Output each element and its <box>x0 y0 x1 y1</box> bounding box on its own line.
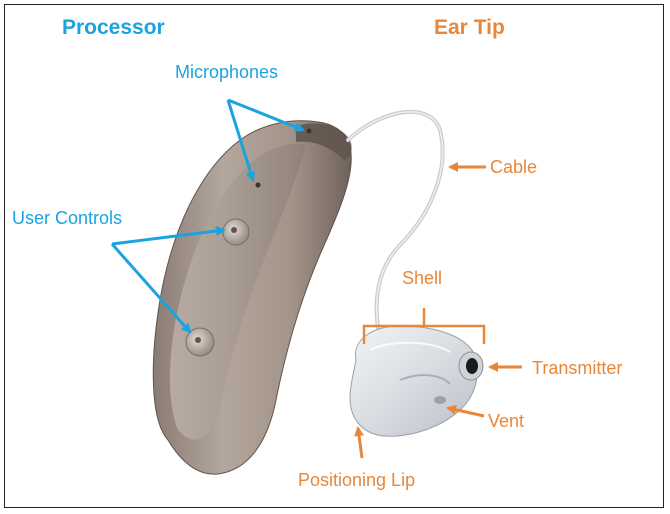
microphone-hole-top <box>306 128 312 134</box>
user-control-button-upper[interactable] <box>222 218 250 246</box>
vent-opening <box>434 396 446 404</box>
user-controls-arrow-lower <box>110 243 192 334</box>
vent-arrow <box>446 404 485 418</box>
user-control-button-lower[interactable] <box>185 327 215 357</box>
positioning-lip-arrow <box>354 426 365 459</box>
vent-label: Vent <box>488 411 524 431</box>
microphones-arrow-side <box>226 99 256 182</box>
diagram-frame <box>4 4 664 508</box>
shell-label: Shell <box>402 268 442 288</box>
transmitter-label: Transmitter <box>532 358 622 378</box>
positioning-lip-label: Positioning Lip <box>298 470 415 490</box>
processor-device <box>152 120 352 475</box>
cable-label: Cable <box>490 157 537 177</box>
microphones-arrow-top <box>227 98 305 132</box>
microphone-hole-side <box>255 182 261 188</box>
microphones-label: Microphones <box>175 62 278 82</box>
ear-tip-shell <box>349 325 484 437</box>
shell-bracket <box>362 308 486 344</box>
user-controls-arrow-upper <box>111 226 226 246</box>
user-controls-label: User Controls <box>12 208 122 228</box>
processor-heading: Processor <box>62 16 165 39</box>
cable <box>346 109 445 342</box>
ear-tip-heading: Ear Tip <box>434 16 505 39</box>
